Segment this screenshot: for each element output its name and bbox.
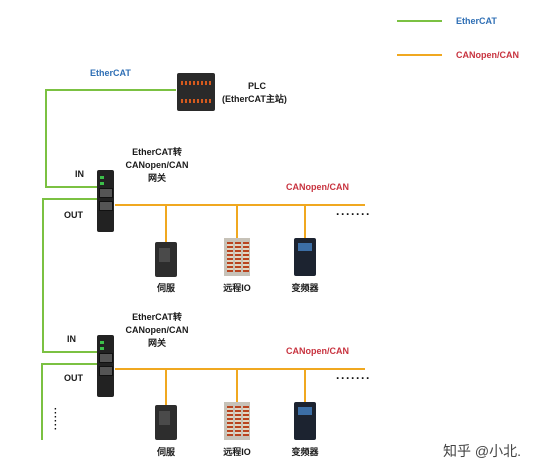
plc-label: PLC (248, 81, 266, 91)
legend-canopen-label: CANopen/CAN (456, 50, 519, 60)
gateway-1-vfd-icon (294, 238, 316, 276)
gateway-2-vfd-icon (294, 402, 316, 440)
ethercat-link-1-2 (42, 198, 98, 353)
gateway-2-remote-io-icon (224, 402, 250, 440)
gateway-2-title-line2: CANopen/CAN (125, 325, 189, 335)
gateway-1-title-line2: CANopen/CAN (125, 160, 189, 170)
gateway-2-servo-icon (155, 405, 177, 440)
gateway-1-device-remote-io-label: 远程IO (223, 283, 251, 293)
ethercat-trunk-top (45, 89, 176, 188)
plc-sublabel: (EtherCAT主站) (222, 94, 287, 104)
chain-continuation-dots: ······ (54, 404, 58, 435)
gateway-2-more-devices: ······· (336, 371, 371, 385)
gateway-1-device-servo-label: 伺服 (156, 283, 175, 293)
gateway-2-bus-label: CANopen/CAN (286, 346, 349, 356)
gateway-1-out-label: OUT (64, 210, 83, 220)
gateway-1-title-line3: 网关 (147, 173, 166, 183)
gateway-2-icon (97, 335, 114, 397)
gateway-1-title-line1: EtherCAT转 (132, 147, 182, 157)
gateway-2-device-vfd-label: 变频器 (291, 447, 319, 457)
gateway-2-title-line3: 网关 (147, 338, 166, 348)
gateway-2-in-label: IN (67, 334, 76, 344)
gateway-1-in-label: IN (75, 169, 84, 179)
watermark: 知乎 @小北. (443, 443, 521, 459)
gateway-1-bus-label: CANopen/CAN (286, 182, 349, 192)
gateway-1-more-devices: ······· (336, 207, 371, 221)
gateway-2-out-label: OUT (64, 373, 83, 383)
gateway-2-device-servo-label: 伺服 (156, 447, 175, 457)
ethercat-link-out (41, 363, 98, 440)
legend-ethercat-label: EtherCAT (456, 16, 497, 26)
gateway-1-servo-icon (155, 242, 177, 277)
gateway-2-title-line1: EtherCAT转 (132, 312, 182, 322)
gateway-1-device-vfd-label: 变频器 (291, 283, 319, 293)
gateway-2-device-remote-io-label: 远程IO (223, 447, 251, 457)
gateway-1-icon (97, 170, 114, 232)
gateway-1-remote-io-icon (224, 238, 250, 276)
ethercat-label: EtherCAT (90, 68, 131, 78)
plc-icon (177, 73, 215, 111)
